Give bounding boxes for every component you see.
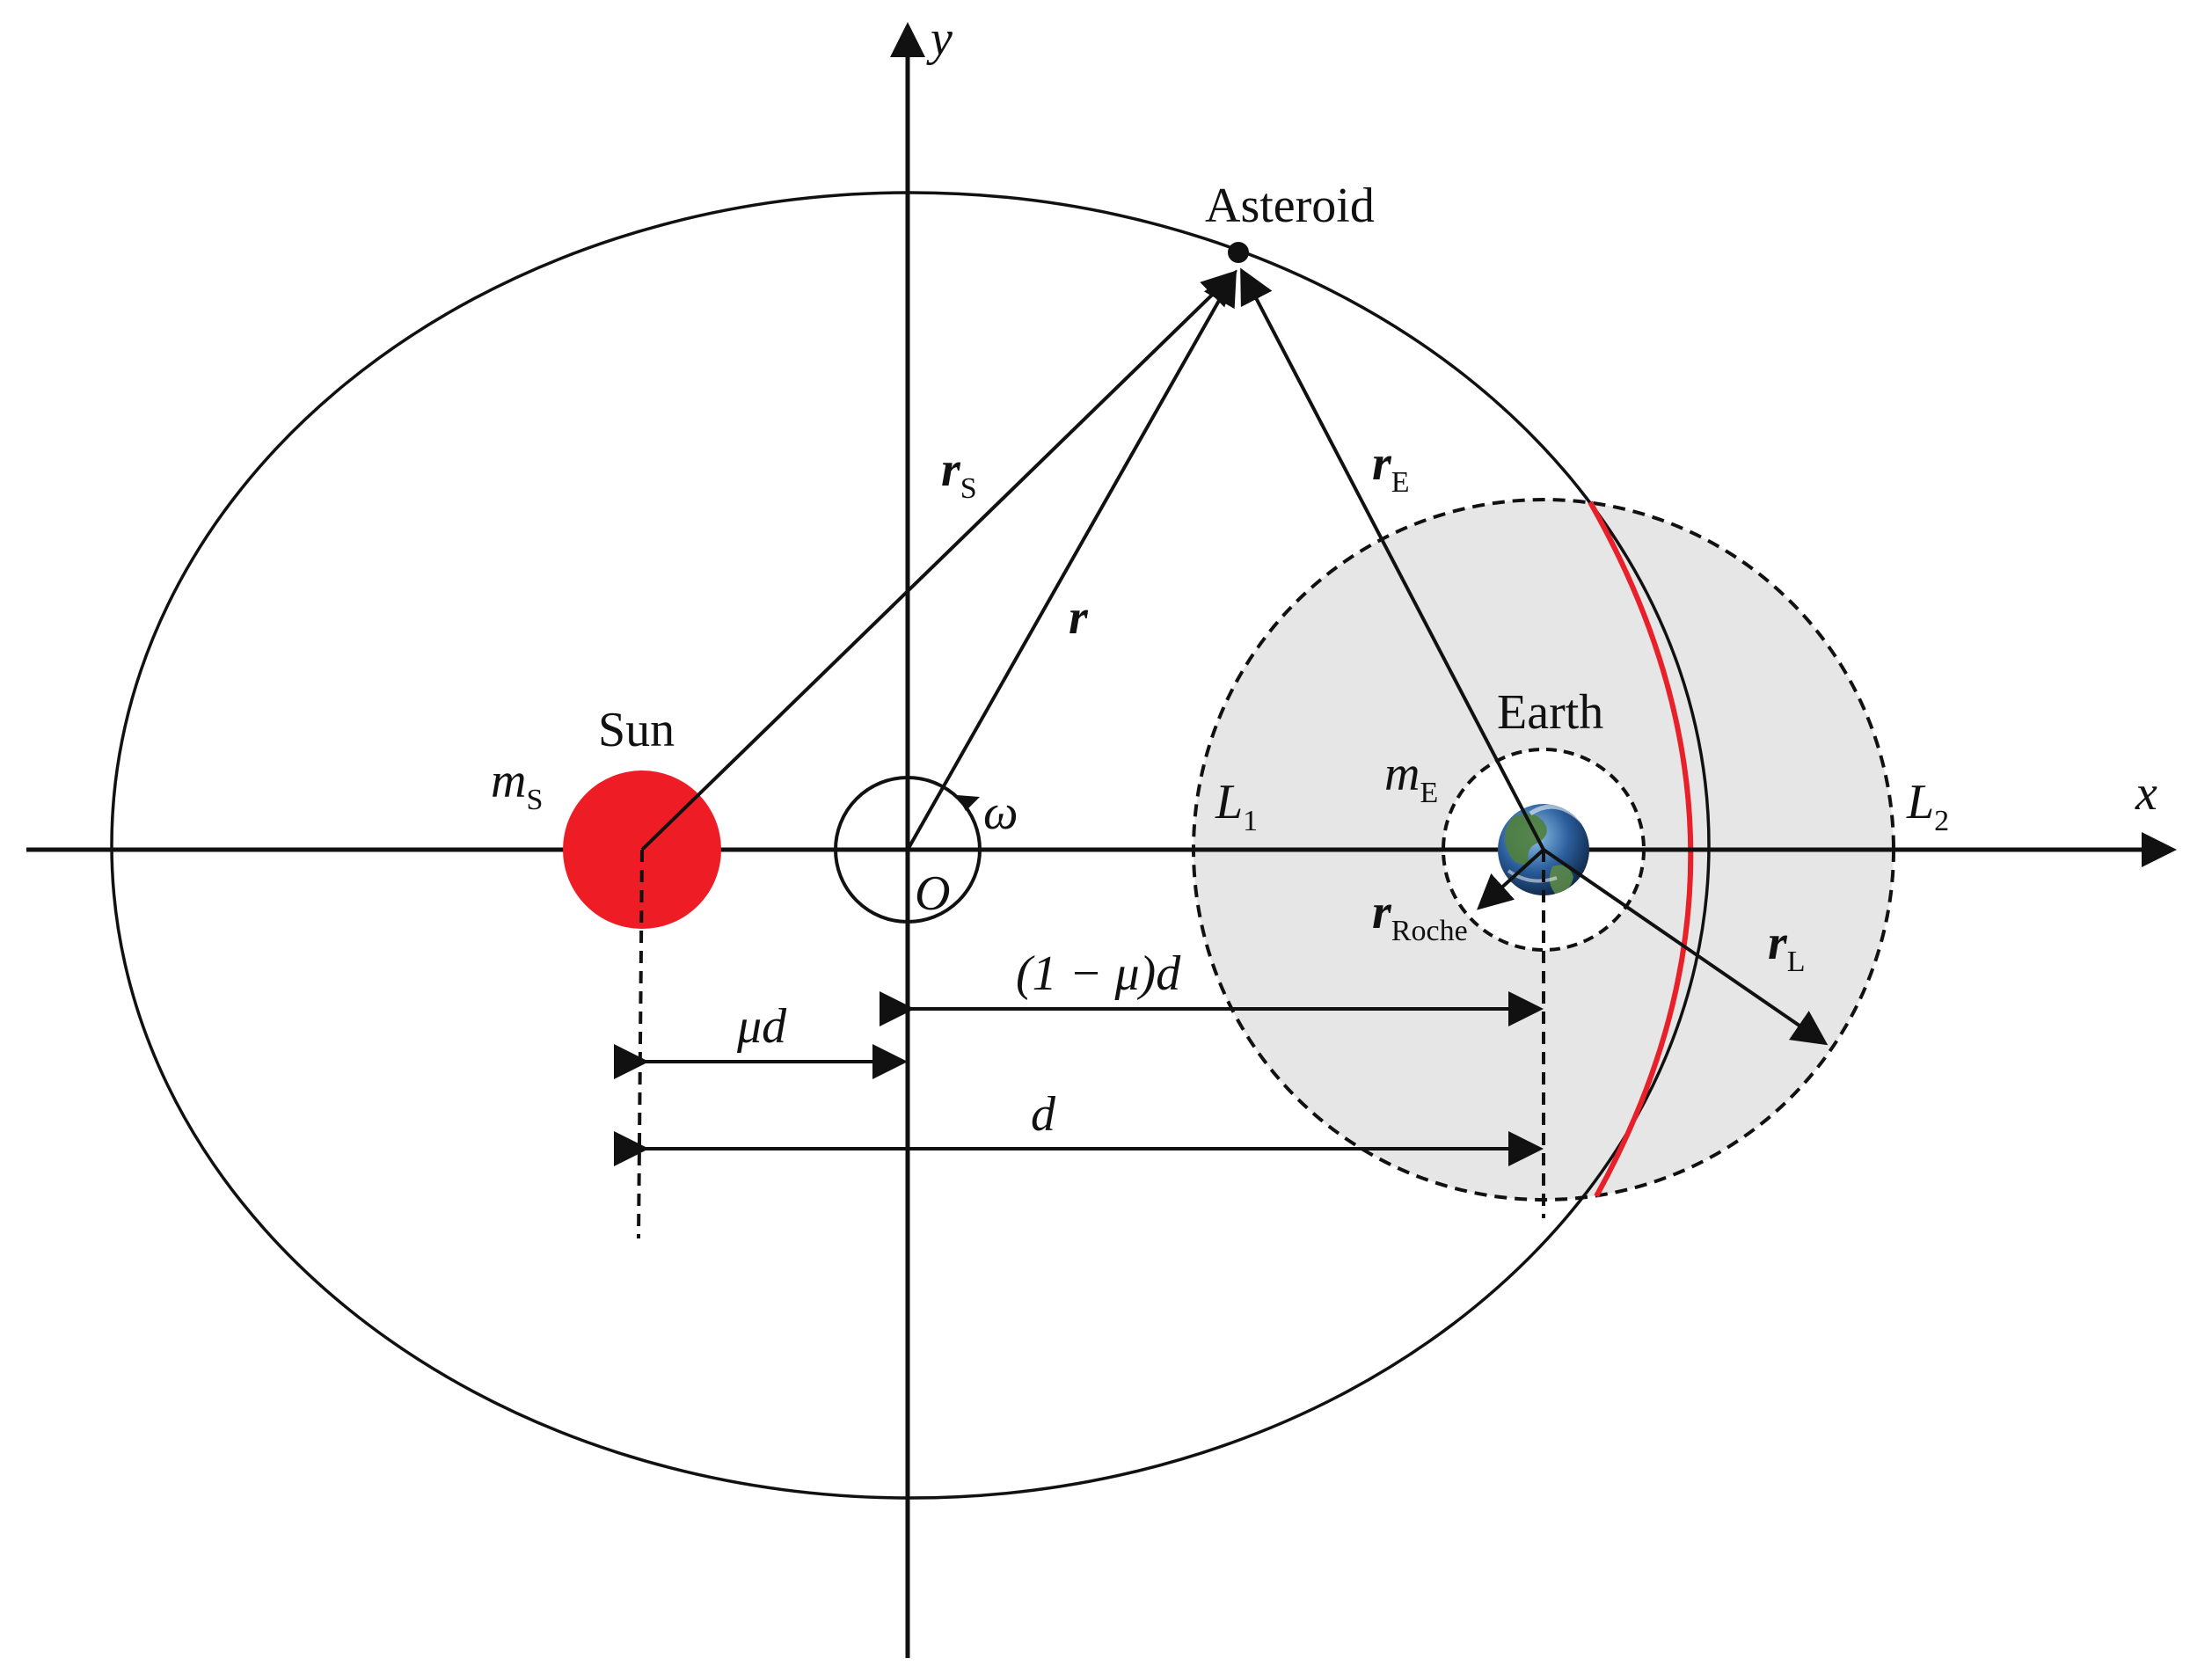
r-l-label: rL <box>1768 916 1806 978</box>
vector-r <box>906 269 1237 851</box>
sun-mass-label: mS <box>491 754 543 816</box>
asteroid-orbit <box>110 191 1711 1500</box>
omega-rotation-arrow <box>957 795 980 811</box>
sun-dashed-guide <box>637 849 644 1239</box>
sun-label: Sun <box>598 703 675 757</box>
mu-d-label: μd <box>736 999 787 1054</box>
l1-label: L1 <box>1215 775 1258 837</box>
asteroid-label: Asteroid <box>1205 179 1375 233</box>
earth-mass-label: mE <box>1384 747 1438 809</box>
asteroid-point <box>1228 242 1249 263</box>
omega-label: ω <box>983 785 1018 840</box>
origin-label: O <box>915 866 950 921</box>
r-label: r <box>1069 590 1089 645</box>
r-roche-label: rRoche <box>1372 885 1468 947</box>
vector-rs <box>640 270 1237 851</box>
one-minus-mu-d-label: (1 − μ)d <box>1016 946 1181 1001</box>
d-label: d <box>1031 1087 1056 1142</box>
y-axis-label: y <box>926 11 953 66</box>
rs-label: rS <box>941 442 977 505</box>
re-label: rE <box>1372 436 1410 499</box>
vector-r-roche <box>1477 848 1545 910</box>
vector-r-l <box>1542 848 1829 1046</box>
earth-label: Earth <box>1497 685 1603 740</box>
vector-re <box>1240 267 1545 851</box>
x-axis-label: x <box>2135 766 2157 821</box>
l2-label: L2 <box>1906 775 1949 837</box>
origin-rotation-circle <box>834 776 982 924</box>
